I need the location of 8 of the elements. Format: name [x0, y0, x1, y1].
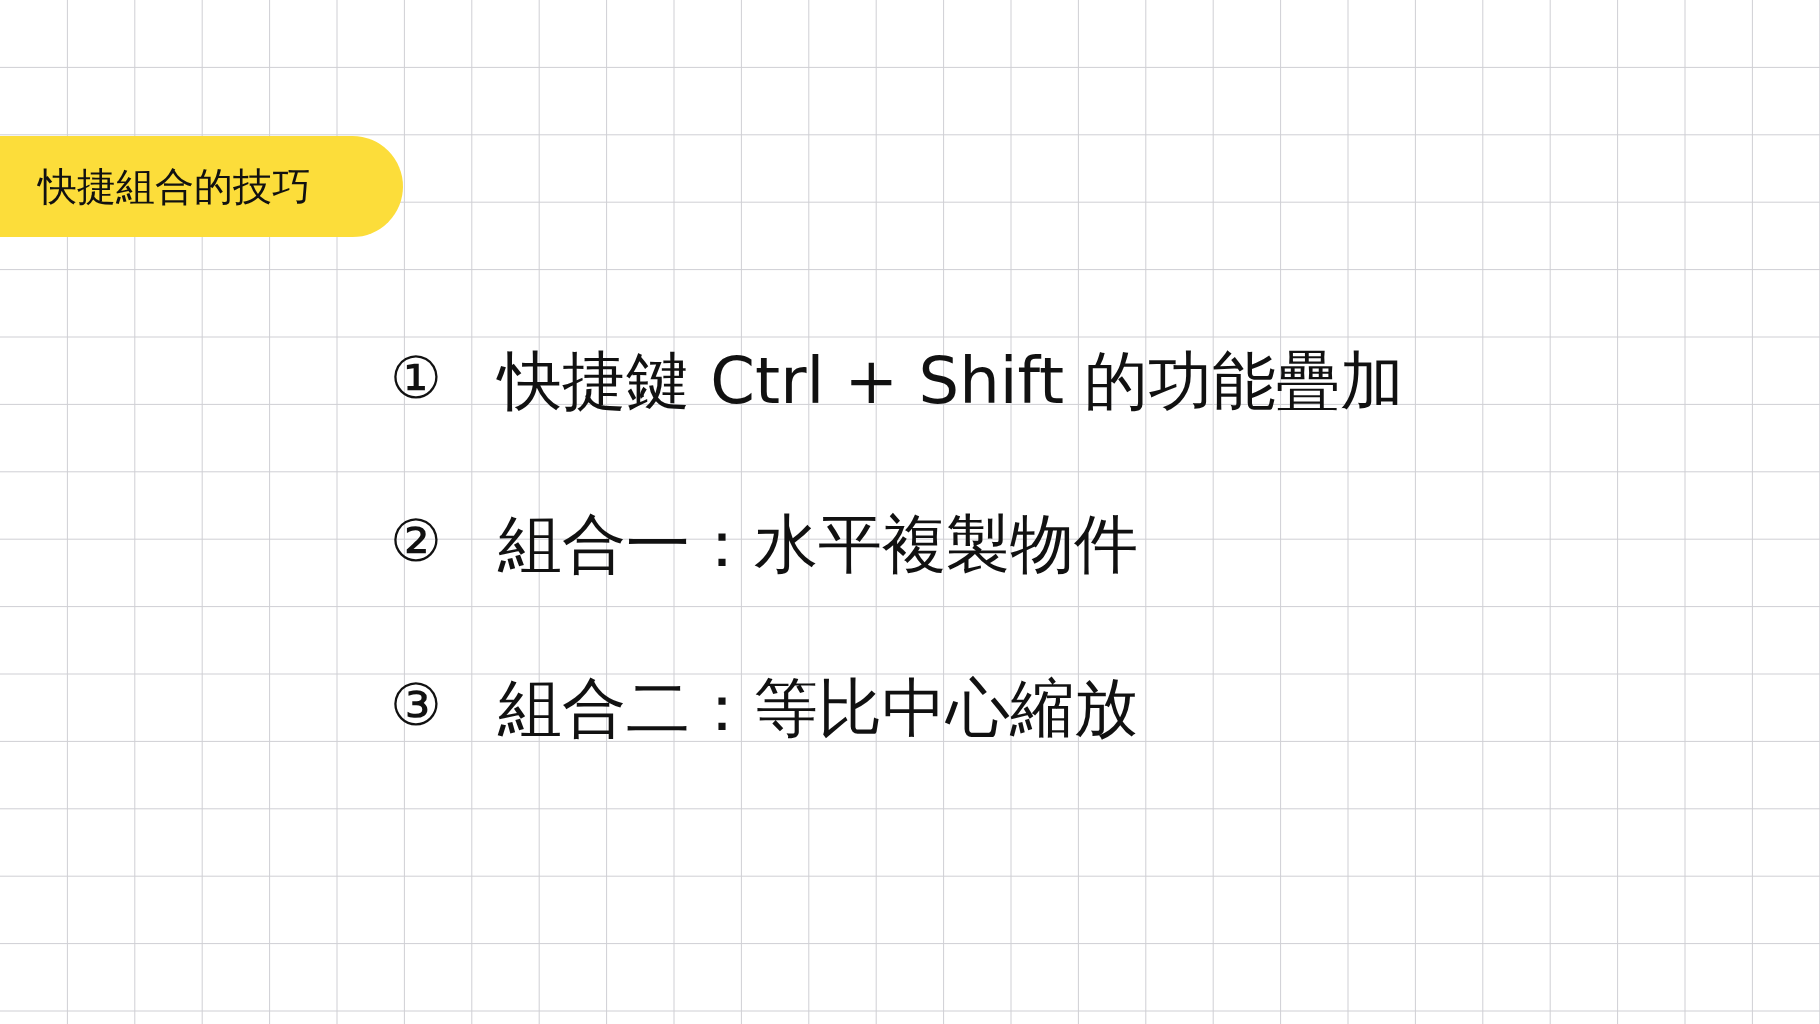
title-pill [0, 136, 403, 237]
list-item-text: 快捷鍵 Ctrl + Shift 的功能疊加 [498, 349, 1405, 413]
title-text: 快捷組合的技巧 [38, 162, 311, 211]
list-number: ① [390, 349, 442, 407]
list-item-text: 組合一：水平複製物件 [498, 512, 1138, 576]
list-item-text: 組合二：等比中心縮放 [498, 676, 1138, 740]
list-number: ② [390, 512, 442, 570]
list-number: ③ [390, 676, 442, 734]
